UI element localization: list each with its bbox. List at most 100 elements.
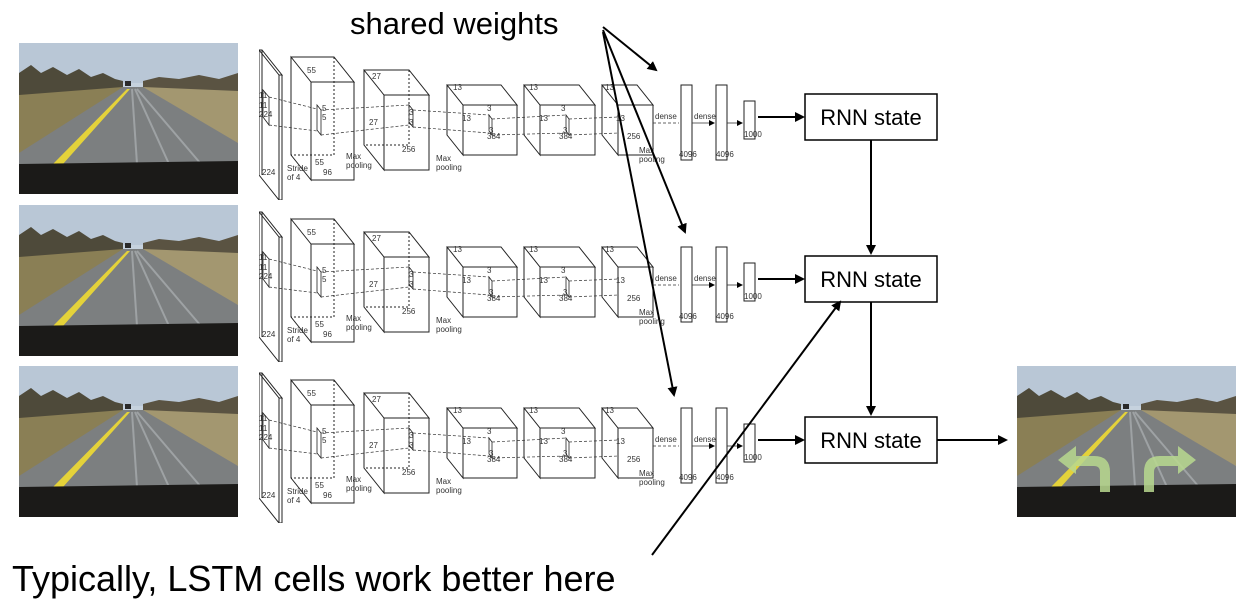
cnn-dimension-label: 27: [369, 118, 378, 127]
cnn-dimension-label: 256: [402, 307, 416, 316]
cnn-dimension-label: 256: [627, 455, 641, 464]
cnn-dimension-label: dense: [655, 435, 677, 444]
cnn-dimension-label: 3: [489, 449, 494, 458]
cnn-dimension-label: 224: [259, 110, 273, 119]
cnn-dimension-label: 224: [262, 168, 276, 177]
cnn-dimension-label: Stride: [287, 326, 308, 335]
cnn-dimension-label: 1000: [744, 453, 762, 462]
shared-weights-caption: shared weights: [350, 6, 559, 41]
cnn-dimension-label: Max: [436, 316, 451, 325]
cnn-dimension-label: 55: [315, 481, 324, 490]
cnn-dimension-label: Max: [436, 477, 451, 486]
cnn-dimension-label: pooling: [436, 325, 462, 334]
cnn-dimension-label: dense: [655, 274, 677, 283]
cnn-dimension-label: 55: [315, 320, 324, 329]
cnn-dimension-label: 1000: [744, 292, 762, 301]
cnn-dimension-label: Max: [346, 314, 361, 323]
cnn-dimension-label: Max: [639, 469, 654, 478]
cnn-dimension-label: 11: [259, 253, 268, 262]
cnn-dimension-label: 55: [315, 158, 324, 167]
cnn-dimension-label: 224: [262, 491, 276, 500]
cnn-dimension-label: 11: [259, 424, 268, 433]
cnn-dimension-label: 13: [539, 276, 548, 285]
lstm-caption: Typically, LSTM cells work better here: [12, 558, 616, 599]
cnn-dimension-label: 13: [616, 437, 625, 446]
cnn-dimension-label: 5: [322, 266, 327, 275]
cnn-dimension-label: 224: [262, 330, 276, 339]
cnn-dimension-label: 4096: [679, 473, 697, 482]
cnn-dimension-label: 3: [561, 104, 566, 113]
cnn-dimension-label: pooling: [639, 317, 665, 326]
cnn-dimension-label: of 4: [287, 496, 301, 505]
cnn-dimension-label: 5: [322, 275, 327, 284]
cnn-dimension-label: 3: [563, 449, 568, 458]
cnn-dimension-label: 3: [409, 280, 414, 289]
cnn-dimension-label: 3: [409, 270, 414, 279]
cnn-dimension-label: of 4: [287, 173, 301, 182]
cnn-dimension-label: 384: [487, 132, 501, 141]
cnn-dimension-label: dense: [694, 274, 716, 283]
turn-arrows-icon: [1058, 446, 1196, 492]
cnn-dimension-label: 27: [372, 395, 381, 404]
cnn-dimension-label: 3: [561, 266, 566, 275]
cnn-dimension-label: 13: [529, 83, 538, 92]
cnn-dimension-label: pooling: [346, 484, 372, 493]
cnn-dimension-label: 55: [307, 66, 316, 75]
rnn-state-label: RNN state: [820, 105, 921, 130]
cnn-dimension-label: 11: [259, 414, 268, 423]
cnn-dimension-label: 55: [307, 228, 316, 237]
cnn-dimension-label: Stride: [287, 164, 308, 173]
cnn-dimension-label: 13: [453, 83, 462, 92]
rnn-state-label: RNN state: [820, 267, 921, 292]
cnn-dimension-label: 27: [369, 280, 378, 289]
cnn-dimension-label: pooling: [436, 163, 462, 172]
cnn-dimension-label: 3: [409, 441, 414, 450]
rnn-state-box-3: RNN state: [804, 416, 938, 464]
cnn-dimension-label: 384: [559, 132, 573, 141]
cnn-dimension-label: 27: [369, 441, 378, 450]
cnn-dimension-label: pooling: [436, 486, 462, 495]
cnn-dimension-label: 5: [322, 436, 327, 445]
cnn-dimension-label: 4096: [716, 312, 734, 321]
cnn-dimension-label: 224: [259, 433, 273, 442]
output-frame: [1017, 366, 1236, 517]
rnn-state-label: RNN state: [820, 428, 921, 453]
cnn-dimension-label: 13: [539, 437, 548, 446]
cnn-dimension-label: 3: [487, 427, 492, 436]
cnn-dimension-label: 3: [489, 288, 494, 297]
cnn-dimension-label: 384: [487, 455, 501, 464]
cnn-dimension-label: pooling: [346, 323, 372, 332]
cnn-dimension-label: dense: [655, 112, 677, 121]
cnn-dimension-label: 13: [605, 406, 614, 415]
cnn-dimension-label: 96: [323, 491, 332, 500]
shared-weights-arrow-3: [602, 31, 678, 397]
input-frame-3: [19, 366, 238, 517]
cnn-dimension-label: 27: [372, 72, 381, 81]
cnn-dimension-label: 13: [453, 245, 462, 254]
cnn-dimension-label: 11: [259, 91, 268, 100]
cnn-dimension-label: 3: [561, 427, 566, 436]
cnn-dimension-label: 13: [462, 437, 471, 446]
cnn-dimension-label: 3: [563, 126, 568, 135]
cnn-dimension-label: 3: [489, 126, 494, 135]
cnn-dimension-label: of 4: [287, 335, 301, 344]
cnn-dimension-label: 5: [322, 104, 327, 113]
cnn-dimension-label: 1000: [744, 130, 762, 139]
cnn-dimension-label: 96: [323, 330, 332, 339]
cnn-dimension-label: 384: [559, 455, 573, 464]
rnn-state-box-1: RNN state: [804, 93, 938, 141]
cnn-dimension-label: 384: [559, 294, 573, 303]
cnn-dimension-label: Max: [346, 152, 361, 161]
cnn-dimension-label: 13: [462, 114, 471, 123]
cnn-dimension-label: Max: [639, 308, 654, 317]
cnn-dimension-label: 13: [529, 406, 538, 415]
cnn-dimension-label: pooling: [639, 478, 665, 487]
cnn-dimension-label: Max: [639, 146, 654, 155]
cnn-dimension-label: 4096: [716, 150, 734, 159]
cnn-dimension-label: 13: [616, 276, 625, 285]
cnn-dimension-label: 11: [259, 101, 268, 110]
cnn-dimension-label: 256: [402, 468, 416, 477]
